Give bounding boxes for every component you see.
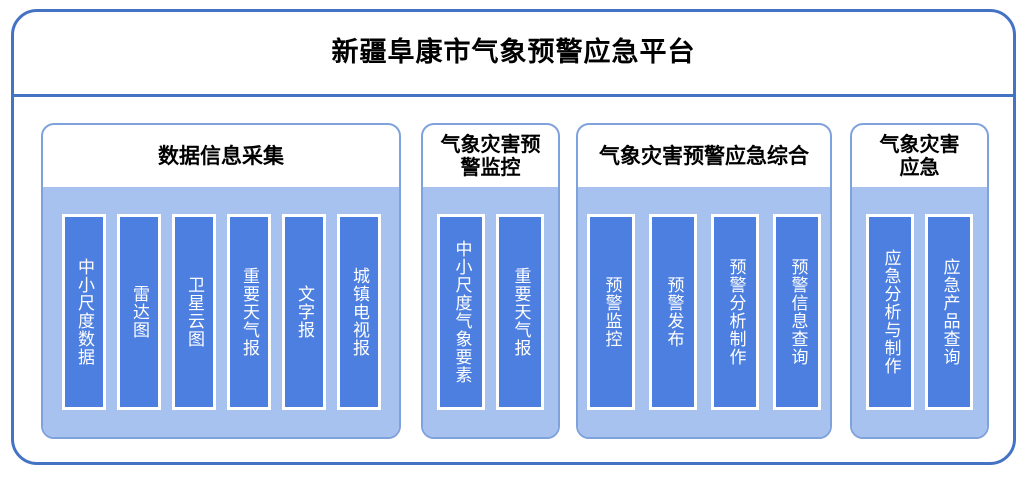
group-body: 预警监控 预警发布 预警分析制作 预警信息查询 <box>578 187 830 437</box>
title-divider <box>14 94 1013 97</box>
bar-item[interactable]: 预警监控 <box>587 214 635 410</box>
bar-item[interactable]: 应急产品查询 <box>925 214 973 410</box>
bar-label: 预警监控 <box>601 276 622 348</box>
bar-item[interactable]: 文字报 <box>281 214 326 410</box>
group-title-disaster-emergency: 气象灾害 应急 <box>852 125 987 187</box>
bar-item[interactable]: 预警信息查询 <box>773 214 821 410</box>
bar-label: 预警信息查询 <box>787 258 808 366</box>
group-title-line: 数据信息采集 <box>158 143 284 168</box>
platform-container: 新疆阜康市气象预警应急平台 数据信息采集 中小尺度数据 雷达图 卫 <box>11 9 1016 465</box>
group-title-disaster-warning-monitoring: 气象灾害预 警监控 <box>423 125 558 187</box>
bar-label: 雷达图 <box>129 285 150 339</box>
bar-label: 应急分析与制作 <box>880 249 901 375</box>
group-body: 中小尺度数据 雷达图 卫星云图 重要天气报 文字报 城镇电视 <box>43 187 399 437</box>
bar-item[interactable]: 雷达图 <box>116 214 161 410</box>
group-body: 中小尺度气象要素 重要天气报 <box>423 187 558 437</box>
bar-label: 预警分析制作 <box>725 258 746 366</box>
group-title-line: 警监控 <box>460 155 521 179</box>
bar-label: 预警发布 <box>663 276 684 348</box>
group-body: 应急分析与制作 应急产品查询 <box>852 187 987 437</box>
bar-label: 应急产品查询 <box>939 258 960 366</box>
bar-list: 中小尺度气象要素 重要天气报 <box>437 214 544 410</box>
bar-label: 城镇电视报 <box>349 267 370 357</box>
bar-item[interactable]: 城镇电视报 <box>336 214 381 410</box>
group-title-warning-emergency-integrated: 气象灾害预警应急综合 <box>578 125 830 187</box>
group-panel-data-collection[interactable]: 数据信息采集 中小尺度数据 雷达图 卫星云图 重要天气报 <box>41 123 401 439</box>
bar-item[interactable]: 应急分析与制作 <box>866 214 914 410</box>
bar-item[interactable]: 卫星云图 <box>171 214 216 410</box>
group-title-line: 气象灾害预警应急综合 <box>599 143 809 168</box>
bar-item[interactable]: 预警分析制作 <box>711 214 759 410</box>
group-title-line: 气象灾害预 <box>440 132 541 156</box>
bar-list: 预警监控 预警发布 预警分析制作 预警信息查询 <box>587 214 821 410</box>
group-panel-disaster-warning-monitoring[interactable]: 气象灾害预 警监控 中小尺度气象要素 重要天气报 <box>421 123 560 439</box>
groups-row: 数据信息采集 中小尺度数据 雷达图 卫星云图 重要天气报 <box>14 97 1013 465</box>
group-panel-warning-emergency-integrated[interactable]: 气象灾害预警应急综合 预警监控 预警发布 预警分析制作 预警信息查询 <box>576 123 832 439</box>
bar-item[interactable]: 中小尺度数据 <box>61 214 106 410</box>
group-title-line: 应急 <box>899 155 940 179</box>
bar-label: 卫星云图 <box>184 276 205 348</box>
bar-list: 中小尺度数据 雷达图 卫星云图 重要天气报 文字报 城镇电视 <box>61 214 381 410</box>
bar-item[interactable]: 重要天气报 <box>496 214 544 410</box>
group-panel-disaster-emergency[interactable]: 气象灾害 应急 应急分析与制作 应急产品查询 <box>850 123 989 439</box>
bar-label: 重要天气报 <box>239 267 260 357</box>
bar-item[interactable]: 中小尺度气象要素 <box>437 214 485 410</box>
group-title-data-collection: 数据信息采集 <box>43 125 399 187</box>
page-title: 新疆阜康市气象预警应急平台 <box>331 37 696 68</box>
bar-label: 重要天气报 <box>510 267 531 357</box>
group-title-line: 气象灾害 <box>879 132 960 156</box>
bar-label: 中小尺度数据 <box>74 258 95 366</box>
bar-list: 应急分析与制作 应急产品查询 <box>866 214 973 410</box>
bar-label: 中小尺度气象要素 <box>451 240 472 384</box>
bar-item[interactable]: 预警发布 <box>649 214 697 410</box>
bar-item[interactable]: 重要天气报 <box>226 214 271 410</box>
bar-label: 文字报 <box>294 285 315 339</box>
